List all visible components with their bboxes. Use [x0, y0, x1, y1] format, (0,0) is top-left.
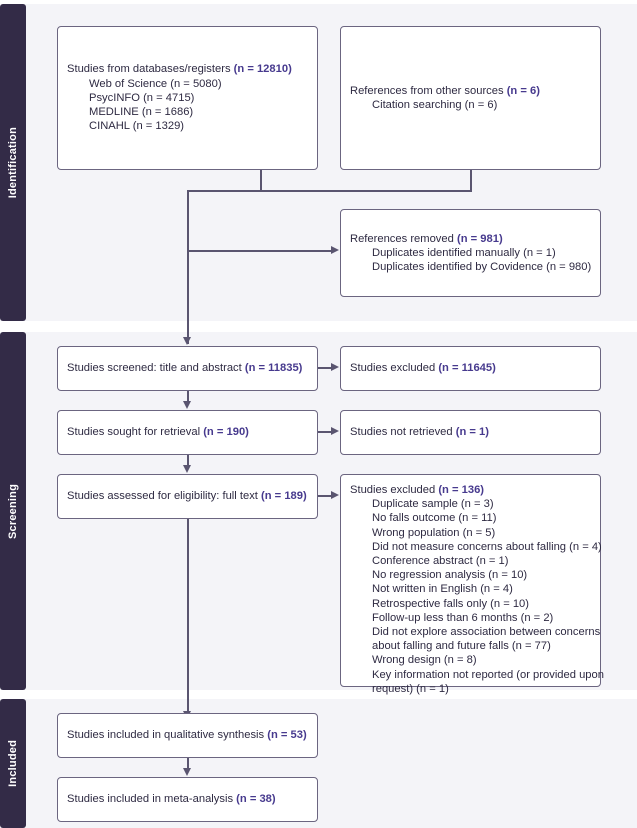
- box-studies-excluded-screening: Studies excluded (n = 11645): [340, 346, 601, 391]
- box-excluded-full-item-13: request) (n = 1): [372, 682, 449, 695]
- box-databases-item-2: MEDLINE (n = 1686): [89, 106, 194, 119]
- box-studies-excluded-screening-heading-text: Studies excluded: [350, 362, 439, 375]
- box-excluded-full-item-0: Duplicate sample (n = 3): [372, 498, 494, 511]
- box-references-removed-item-0: Duplicates identified manually (n = 1): [372, 246, 556, 259]
- box-studies-assessed-heading-text: Studies assessed for eligibility: full t…: [67, 490, 262, 503]
- connector-databases-down: [260, 169, 262, 191]
- connector-other-sources-down: [470, 169, 472, 191]
- box-meta-analysis-heading-text: Studies included in meta-analysis: [67, 793, 237, 806]
- box-excluded-full-item-5: No regression analysis (n = 10): [372, 569, 528, 582]
- connector-sought-to-assessed: [187, 455, 189, 467]
- box-excluded-full-item-8: Follow-up less than 6 months (n = 2): [372, 611, 554, 624]
- box-studies-screened-heading: Studies screened: title and abstract (n …: [67, 361, 308, 375]
- box-studies-excluded-screening-heading-count: (n = 11645): [438, 362, 496, 375]
- box-qualitative-heading-count: (n = 53): [267, 729, 307, 742]
- box-studies-excluded-full-heading: Studies excluded (n = 136): [350, 483, 591, 497]
- box-excluded-full-item-2: Wrong population (n = 5): [372, 526, 496, 539]
- box-databases-heading: Studies from databases/registers (n = 12…: [67, 62, 308, 76]
- box-other-sources: References from other sources (n = 6) Ci…: [340, 26, 601, 170]
- phase-label-included-text: Included: [7, 740, 19, 787]
- connector-to-removed: [187, 250, 331, 252]
- box-other-sources-heading-text: References from other sources: [350, 84, 507, 97]
- box-databases-item-3: CINAHL (n = 1329): [89, 120, 185, 133]
- connector-sought-to-not-retrieved: [318, 431, 331, 433]
- box-meta-analysis-heading: Studies included in meta-analysis (n = 3…: [67, 792, 308, 806]
- box-excluded-full-item-4: Conference abstract (n = 1): [372, 555, 509, 568]
- box-references-removed-item-1: Duplicates identified by Covidence (n = …: [372, 261, 592, 274]
- box-studies-not-retrieved: Studies not retrieved (n = 1): [340, 410, 601, 455]
- box-studies-sought-for-retrieval: Studies sought for retrieval (n = 190): [57, 410, 318, 455]
- box-databases-heading-text: Studies from databases/registers: [67, 63, 234, 76]
- box-excluded-full-item-11: Wrong design (n = 8): [372, 654, 477, 667]
- phase-label-screening: Screening: [0, 332, 26, 690]
- box-included-qualitative-synthesis: Studies included in qualitative synthesi…: [57, 713, 318, 758]
- box-studies-screened: Studies screened: title and abstract (n …: [57, 346, 318, 391]
- box-studies-not-retrieved-heading-count: (n = 1): [455, 426, 489, 439]
- box-studies-assessed-heading-count: (n = 189): [261, 490, 307, 503]
- box-databases-heading-count: (n = 12810): [233, 63, 292, 76]
- box-studies-assessed-heading: Studies assessed for eligibility: full t…: [67, 489, 308, 503]
- box-references-removed-heading-text: References removed: [350, 232, 457, 245]
- arrow-screened-to-excluded-icon: [331, 363, 339, 371]
- box-excluded-full-item-7: Retrospective falls only (n = 10): [372, 597, 530, 610]
- arrow-to-screened-icon: [183, 337, 192, 345]
- phase-label-included: Included: [0, 699, 26, 828]
- box-qualitative-heading-text: Studies included in qualitative synthesi…: [67, 729, 268, 742]
- connector-assessed-to-qualitative: [187, 519, 189, 713]
- box-included-meta-analysis: Studies included in meta-analysis (n = 3…: [57, 777, 318, 822]
- box-studies-screened-heading-count: (n = 11835): [244, 362, 303, 375]
- box-studies-sought-heading-text: Studies sought for retrieval: [67, 426, 204, 439]
- box-studies-screened-heading-text: Studies screened: title and abstract: [67, 362, 245, 375]
- box-studies-not-retrieved-heading: Studies not retrieved (n = 1): [350, 425, 591, 439]
- box-excluded-full-item-3: Did not measure concerns about falling (…: [372, 540, 602, 553]
- box-studies-assessed-for-eligibility: Studies assessed for eligibility: full t…: [57, 474, 318, 519]
- box-references-removed: References removed (n = 981) Duplicates …: [340, 209, 601, 297]
- arrow-sought-to-not-retrieved-icon: [331, 427, 339, 435]
- box-databases-registers: Studies from databases/registers (n = 12…: [57, 26, 318, 170]
- connector-screened-to-sought: [187, 391, 189, 403]
- arrow-assessed-to-excluded-full-icon: [331, 491, 339, 499]
- arrow-to-removed-icon: [331, 246, 339, 254]
- arrow-to-sought-icon: [183, 401, 192, 409]
- box-studies-excluded-full-heading-count: (n = 136): [438, 484, 485, 496]
- connector-screened-to-excluded: [318, 367, 331, 369]
- box-references-removed-heading: References removed (n = 981): [350, 232, 591, 246]
- box-excluded-full-item-1: No falls outcome (n = 11): [372, 512, 497, 525]
- phase-label-identification: Identification: [0, 4, 26, 321]
- box-references-removed-heading-count: (n = 981): [456, 232, 503, 245]
- connector-trunk-identification: [187, 190, 189, 344]
- box-studies-excluded-screening-heading: Studies excluded (n = 11645): [350, 361, 591, 375]
- box-excluded-full-item-9: Did not explore association between conc…: [372, 626, 601, 639]
- box-databases-item-1: PsycINFO (n = 4715): [89, 91, 195, 104]
- arrow-to-meta-icon: [183, 768, 192, 776]
- box-other-sources-heading: References from other sources (n = 6): [350, 84, 591, 98]
- phase-label-screening-text: Screening: [7, 483, 19, 539]
- connector-merge-bus: [187, 190, 472, 192]
- box-studies-excluded-full-text: Studies excluded (n = 136) Duplicate sam…: [340, 474, 604, 695]
- box-other-sources-heading-count: (n = 6): [506, 84, 540, 97]
- box-excluded-full-item-6: Not written in English (n = 4): [372, 583, 513, 596]
- box-studies-sought-heading: Studies sought for retrieval (n = 190): [67, 425, 308, 439]
- box-excluded-full-item-12: Key information not reported (or provide…: [372, 668, 604, 681]
- connector-qualitative-to-meta: [187, 758, 189, 770]
- box-excluded-full-item-10: about falling and future falls (n = 77): [372, 640, 551, 653]
- box-databases-item-0: Web of Science (n = 5080): [89, 77, 222, 90]
- phase-label-identification-text: Identification: [7, 126, 19, 199]
- box-studies-excluded-full-heading-text: Studies excluded: [350, 484, 439, 496]
- box-studies-not-retrieved-heading-text: Studies not retrieved: [350, 426, 456, 439]
- box-qualitative-heading: Studies included in qualitative synthesi…: [67, 728, 308, 742]
- arrow-to-assessed-icon: [183, 465, 192, 473]
- box-meta-analysis-heading-count: (n = 38): [236, 793, 276, 806]
- connector-assessed-to-excluded-full: [318, 495, 331, 497]
- box-other-sources-item-0: Citation searching (n = 6): [372, 99, 498, 111]
- box-studies-sought-heading-count: (n = 190): [203, 426, 249, 439]
